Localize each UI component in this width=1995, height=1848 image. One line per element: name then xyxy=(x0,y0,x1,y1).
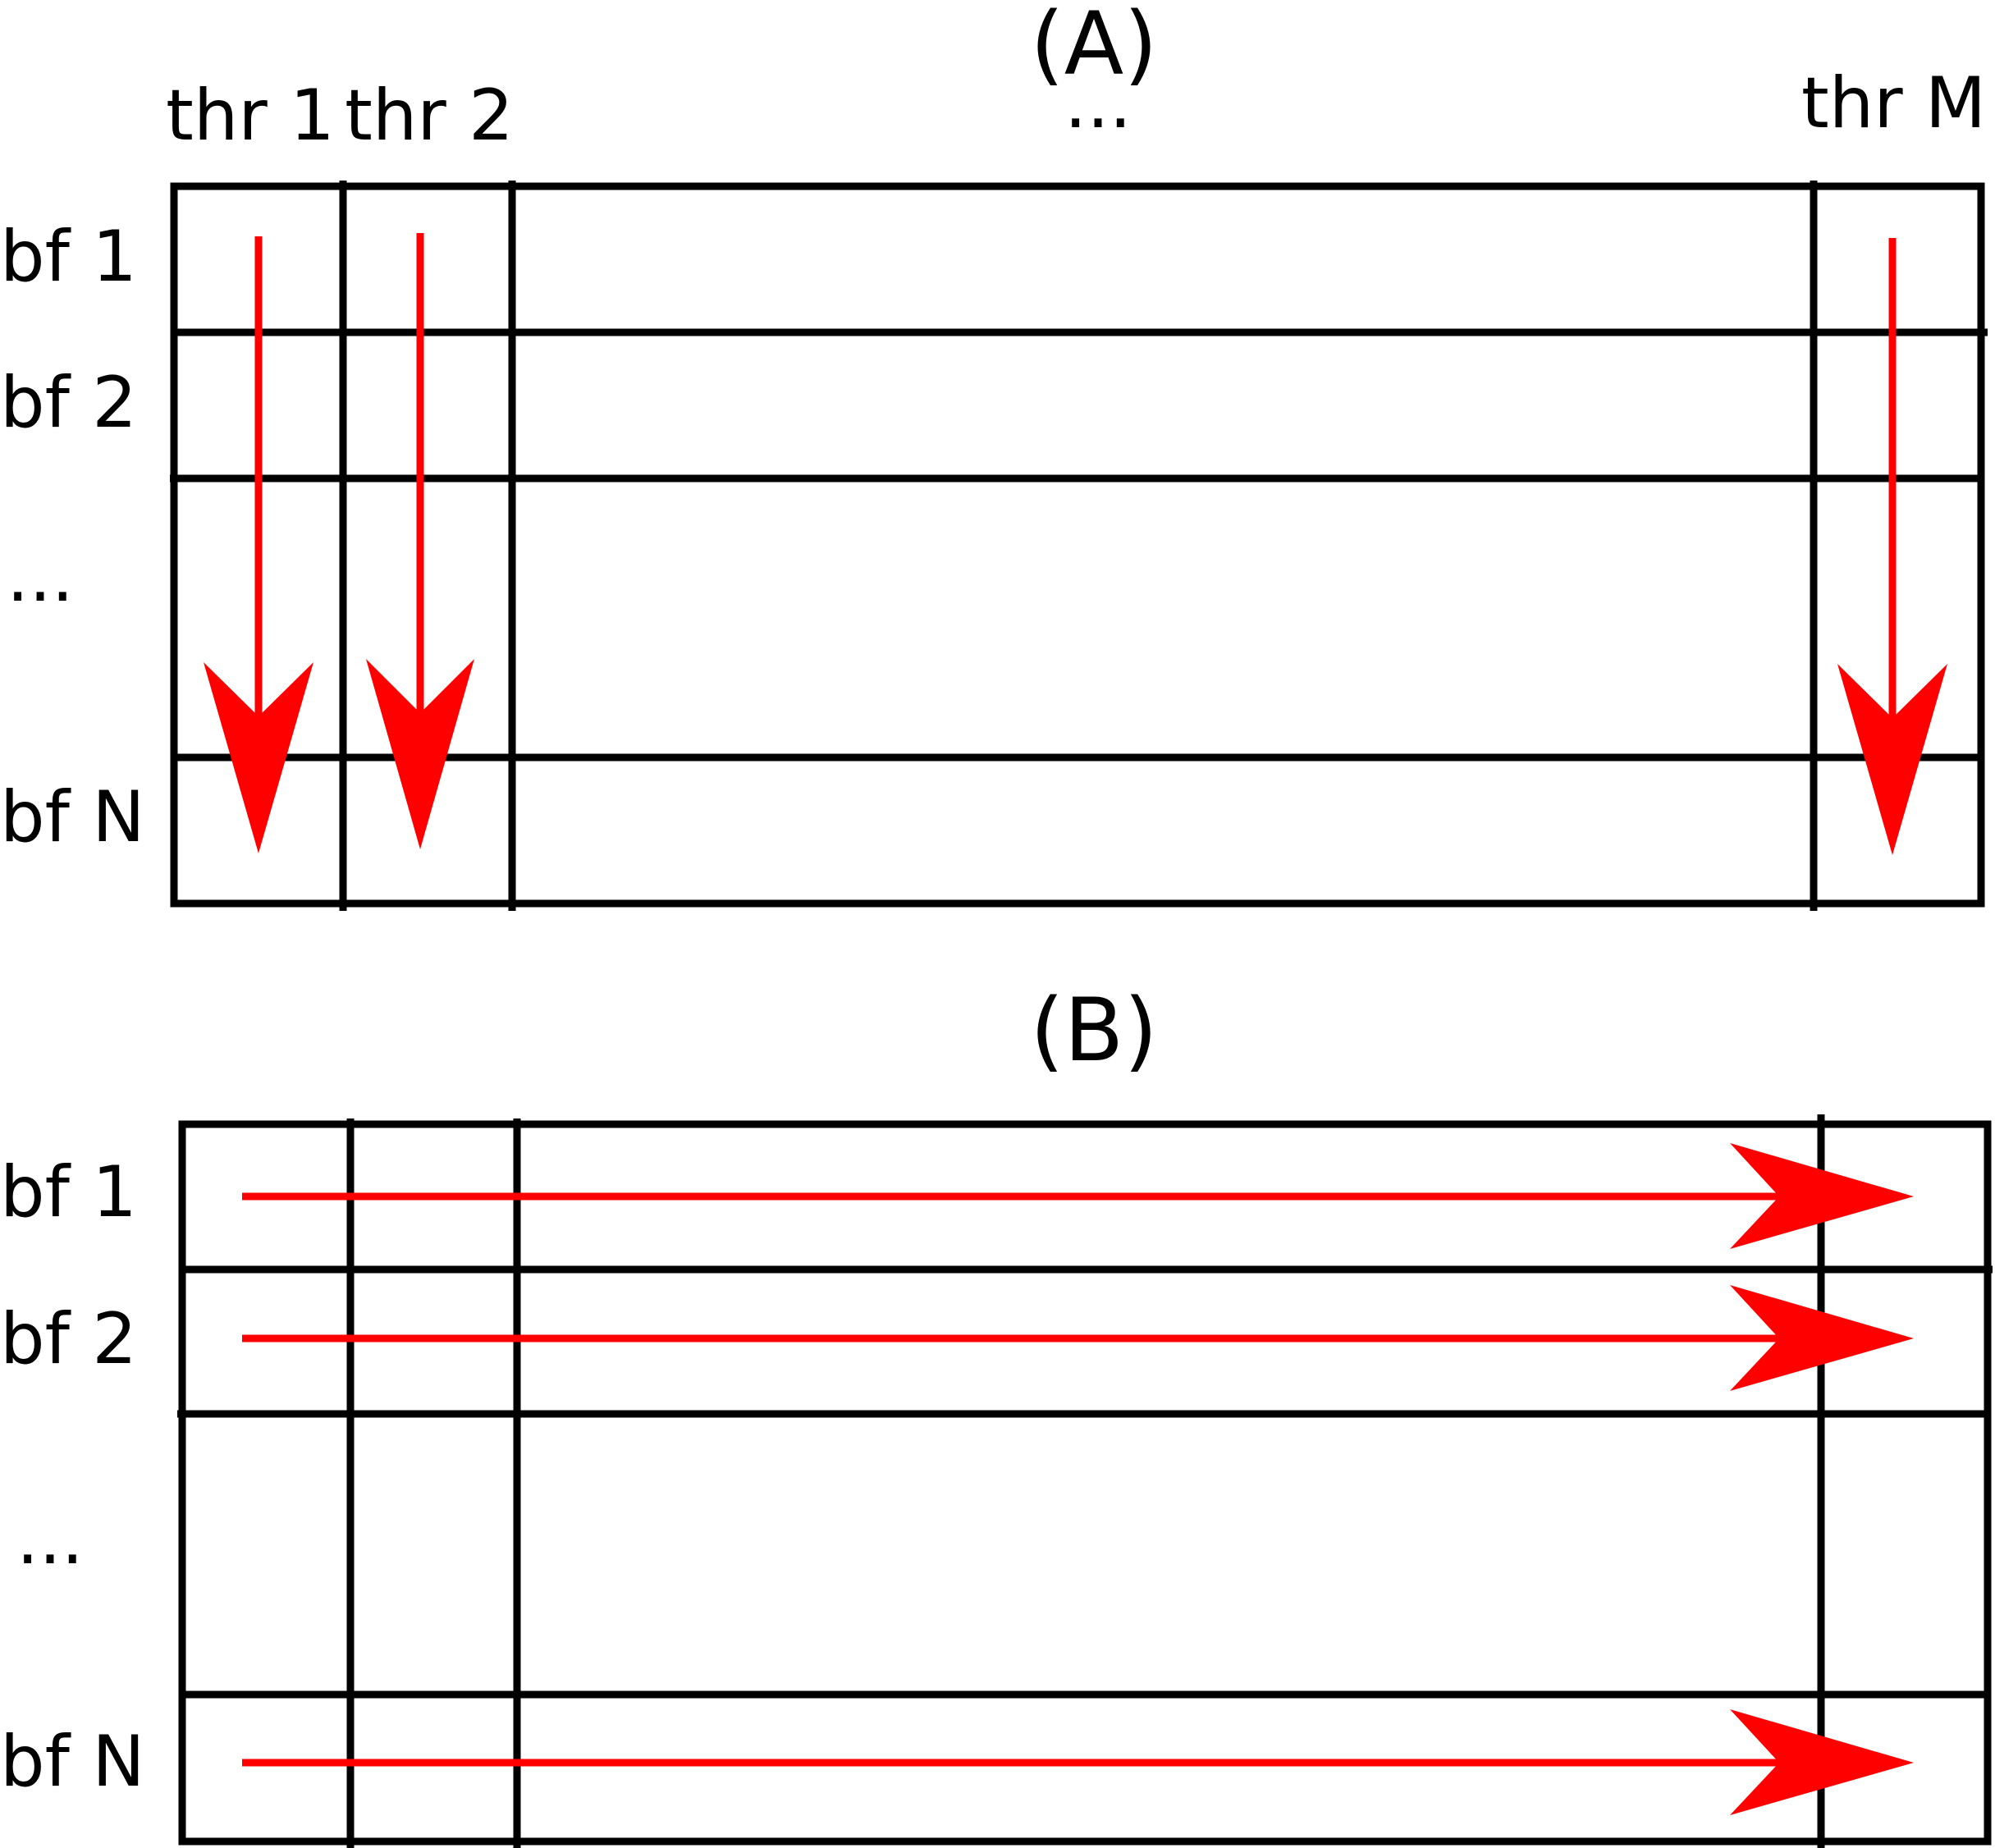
panel-b-grid xyxy=(177,1114,1993,1848)
panel-b-row-label-bf-n: bf N xyxy=(0,1721,145,1803)
panel-b-row-ellipsis: ... xyxy=(16,1498,84,1580)
panel-a-column-ellipsis: ... xyxy=(1064,62,1132,144)
panel-a-arrow-thr-m xyxy=(1837,238,1947,855)
panel-a-grid xyxy=(170,181,1988,911)
arrow-head xyxy=(366,659,474,849)
panel-b: (B) bf 1 bf 2 ... bf N xyxy=(0,980,1993,1848)
panel-b-arrow-bf-2 xyxy=(242,1285,1914,1391)
panel-b-arrow-bf-n xyxy=(242,1709,1914,1815)
panel-a-frame xyxy=(170,182,1985,908)
panel-a-row-label-bf-2: bf 2 xyxy=(0,362,137,444)
panel-b-title: (B) xyxy=(1030,980,1157,1081)
panel-a-column-label-thr-2: thr 2 xyxy=(345,75,514,157)
arrow-head xyxy=(1837,664,1947,855)
arrow-head xyxy=(204,662,313,853)
arrow-head xyxy=(1730,1709,1914,1815)
panel-a-column-label-thr-1: thr 1 xyxy=(166,75,335,157)
arrow-head xyxy=(1730,1143,1914,1249)
panel-a-row-ellipsis: ... xyxy=(7,536,74,618)
arrow-head xyxy=(1730,1285,1914,1391)
panel-b-arrow-bf-1 xyxy=(242,1143,1914,1249)
panel-a-row-label-bf-1: bf 1 xyxy=(0,216,137,298)
panel-a: (A) thr 1 thr 2 ... thr M bf 1 bf 2 ... … xyxy=(0,0,1988,911)
panel-b-frame xyxy=(178,1120,1992,1846)
panel-a-arrow-thr-2 xyxy=(366,233,474,849)
panel-a-title: (A) xyxy=(1030,0,1157,94)
panel-b-row-label-bf-2: bf 2 xyxy=(0,1298,137,1380)
panel-a-arrow-thr-1 xyxy=(204,236,313,853)
panel-a-column-label-thr-m: thr M xyxy=(1801,62,1986,144)
panel-b-row-label-bf-1: bf 1 xyxy=(0,1151,137,1233)
panel-a-row-label-bf-n: bf N xyxy=(0,776,145,858)
